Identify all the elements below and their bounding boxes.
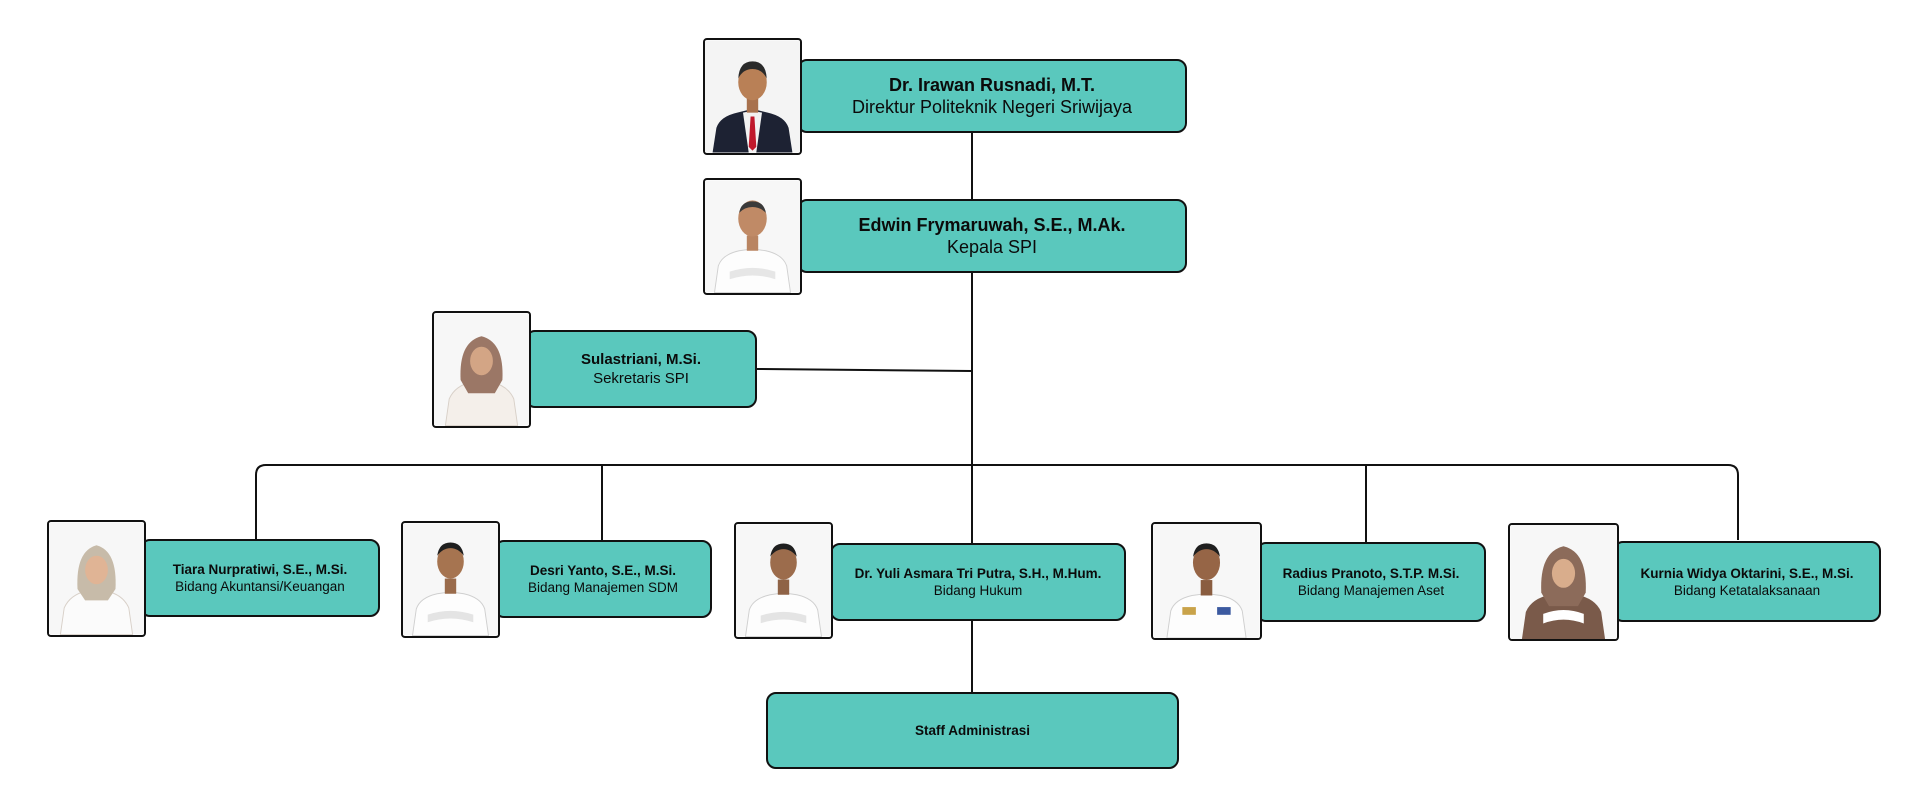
division-role: Bidang Manajemen SDM [527, 580, 679, 595]
division-name: Radius Pranoto, S.T.P. M.Si. [1282, 566, 1460, 581]
division-name: Dr. Yuli Asmara Tri Putra, S.H., M.Hum. [854, 566, 1102, 581]
secretary-photo-icon [432, 311, 531, 428]
division-photo-icon-ketatalaksanaan [1508, 523, 1619, 641]
division-box-akuntansi: Tiara Nurpratiwi, S.E., M.Si. Bidang Aku… [140, 539, 380, 617]
division-name: Tiara Nurpratiwi, S.E., M.Si. [172, 562, 348, 577]
division-role: Bidang Manajemen Aset [1297, 583, 1445, 598]
connector-secretary [756, 368, 973, 372]
head-photo-icon [703, 178, 802, 295]
head-name: Edwin Frymaruwah, S.E., M.Ak. [858, 215, 1126, 235]
division-photo-icon-akuntansi [47, 520, 146, 637]
division-role: Bidang Hukum [933, 583, 1023, 598]
division-role: Bidang Akuntansi/Keuangan [175, 579, 345, 594]
head-role: Kepala SPI [946, 237, 1038, 257]
secretary-role: Sekretaris SPI [593, 370, 689, 387]
division-box-aset: Radius Pranoto, S.T.P. M.Si. Bidang Mana… [1256, 542, 1486, 622]
division-photo-icon-hukum [734, 522, 833, 639]
staff-administrasi-box: Staff Administrasi [766, 692, 1179, 769]
division-photo-icon-sdm [401, 521, 500, 638]
division-box-hukum: Dr. Yuli Asmara Tri Putra, S.H., M.Hum. … [830, 543, 1126, 621]
division-name: Desri Yanto, S.E., M.Si. [529, 563, 677, 578]
staff-administrasi-label: Staff Administrasi [914, 723, 1031, 738]
connector-division-bus [255, 464, 1739, 540]
head-box: Edwin Frymaruwah, S.E., M.Ak. Kepala SPI [797, 199, 1187, 273]
division-role: Bidang Ketatalaksanaan [1673, 582, 1821, 598]
division-photo-icon-aset [1151, 522, 1262, 640]
director-photo-icon [703, 38, 802, 155]
director-name: Dr. Irawan Rusnadi, M.T. [888, 75, 1096, 95]
secretary-name: Sulastriani, M.Si. [580, 351, 702, 368]
division-box-ketatalaksanaan: Kurnia Widya Oktarini, S.E., M.Si. Bidan… [1613, 541, 1881, 622]
division-box-sdm: Desri Yanto, S.E., M.Si. Bidang Manajeme… [494, 540, 712, 618]
division-name: Kurnia Widya Oktarini, S.E., M.Si. [1640, 565, 1854, 581]
director-role: Direktur Politeknik Negeri Sriwijaya [851, 97, 1133, 117]
director-box: Dr. Irawan Rusnadi, M.T. Direktur Polite… [797, 59, 1187, 133]
secretary-box: Sulastriani, M.Si. Sekretaris SPI [525, 330, 757, 408]
